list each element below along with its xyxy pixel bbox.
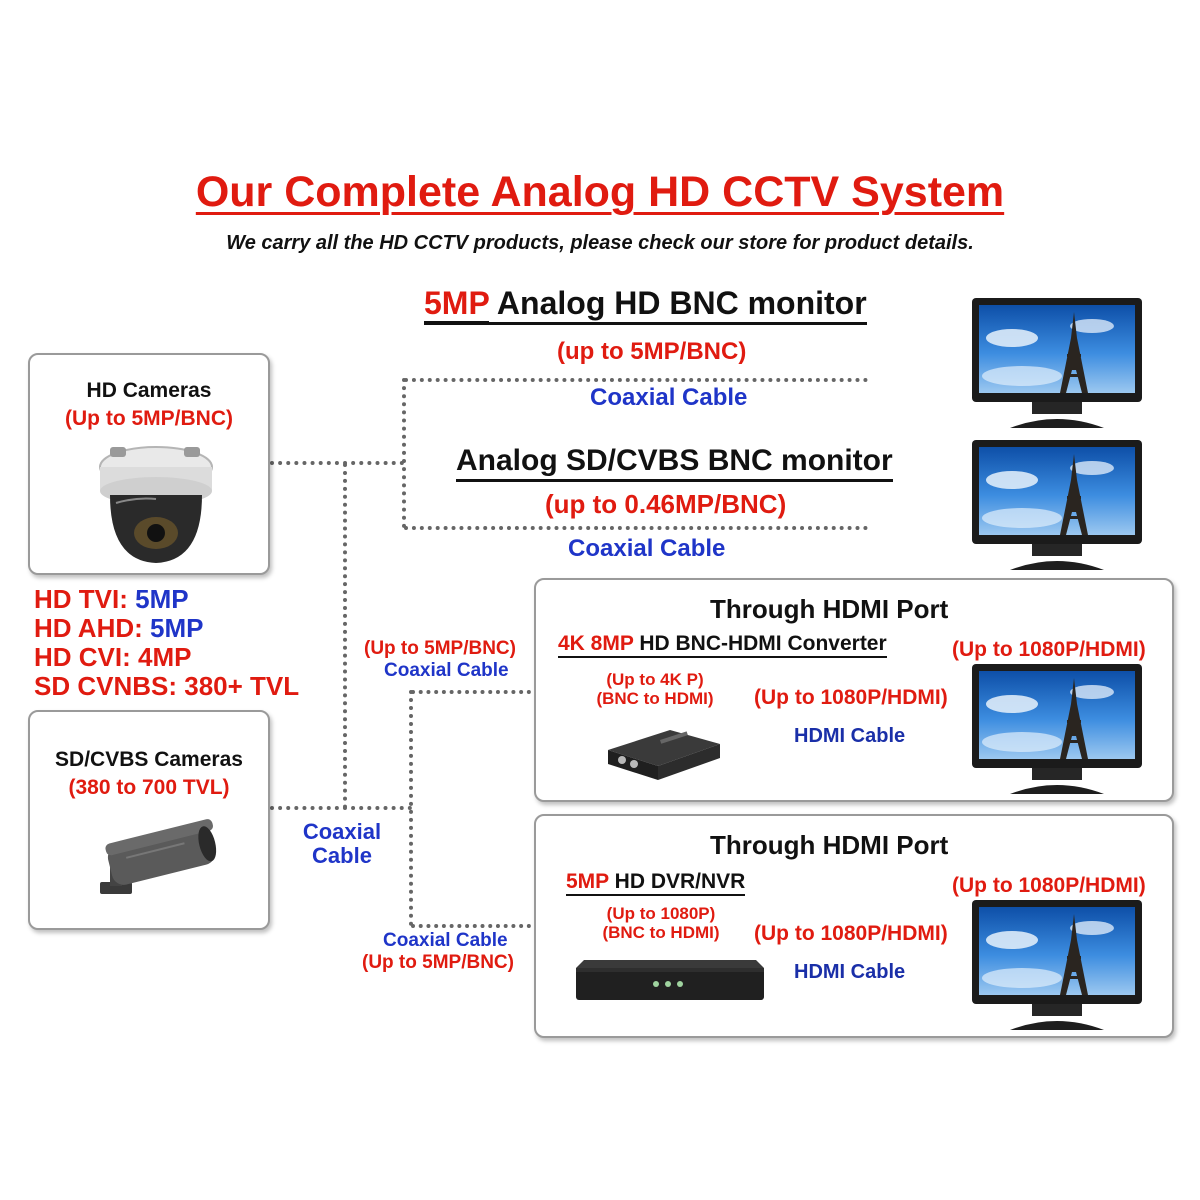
page-title: Our Complete Analog HD CCTV System [195, 168, 1005, 216]
dvr-panel-title: Through HDMI Port [710, 830, 949, 860]
dvr-link-spec: (Up to 1080P/HDMI) [754, 922, 948, 945]
format-item: HD AHD: 5MP [34, 613, 204, 643]
converter-monitor-spec: (Up to 1080P/HDMI) [952, 638, 1146, 661]
monitor2-label: Analog SD/CVBS BNC monitor [456, 443, 893, 482]
monitor-icon [972, 298, 1142, 428]
dvr-device-spec: (Up to 1080P)(BNC to HDMI) [602, 904, 720, 942]
monitor2-cable-label: Coaxial Cable [568, 535, 726, 562]
bullet-camera-icon [100, 819, 217, 894]
page-subtitle: We carry all the HD CCTV products, pleas… [226, 232, 974, 254]
lower-branch-spec: (Up to 5MP/BNC) [362, 952, 514, 973]
coax-line [270, 806, 412, 810]
dvr-panel: Through HDMI Port 5MP HD DVR/NVR (Up to … [534, 814, 1174, 1038]
monitor1-label: 5MP Analog HD BNC monitor [424, 284, 867, 325]
upper-branch-spec: (Up to 5MP/BNC) [364, 638, 516, 659]
monitor1-cable-label: Coaxial Cable [590, 384, 748, 411]
converter-device-label: 4K 8MP HD BNC-HDMI Converter [558, 632, 887, 658]
coax-line [343, 463, 347, 809]
hd-cameras-spec: (Up to 5MP/BNC) [65, 407, 233, 430]
coax-line [409, 690, 413, 926]
converter-device-spec: (Up to 4K P)(BNC to HDMI) [596, 670, 714, 708]
monitor2-spec: (up to 0.46MP/BNC) [545, 489, 787, 519]
converter-panel: Through HDMI Port 4K 8MP HD BNC-HDMI Con… [534, 578, 1174, 802]
monitor-icon [972, 440, 1142, 570]
monitor1-spec: (up to 5MP/BNC) [557, 338, 747, 365]
upper-branch-cable: Coaxial Cable [384, 660, 509, 681]
coax-line [270, 461, 404, 465]
converter-panel-title: Through HDMI Port [710, 594, 949, 624]
dvr-link-cable: HDMI Cable [794, 961, 906, 983]
dvr-device-label: 5MP HD DVR/NVR [566, 870, 746, 896]
hd-cameras-title: HD Cameras [86, 379, 212, 402]
coax-line [404, 526, 868, 530]
monitor-icon [972, 900, 1142, 1030]
coax-line [411, 690, 531, 694]
coax-line [402, 378, 406, 528]
dvr-monitor-spec: (Up to 1080P/HDMI) [952, 874, 1146, 897]
converter-link-spec: (Up to 1080P/HDMI) [754, 686, 948, 709]
dome-camera-icon [99, 446, 213, 563]
format-item: SD CVNBS: 380+ TVL [34, 671, 300, 701]
sd-cameras-panel: SD/CVBS Cameras (380 to 700 TVL) [28, 710, 270, 930]
sd-cameras-spec: (380 to 700 TVL) [68, 776, 230, 799]
sd-cameras-title: SD/CVBS Cameras [55, 748, 243, 771]
converter-link-cable: HDMI Cable [794, 725, 906, 747]
hd-cameras-panel: HD Cameras (Up to 5MP/BNC) [28, 353, 270, 575]
coax-line [411, 924, 531, 928]
lower-branch-cable: Coaxial Cable [383, 930, 508, 951]
format-list: HD TVI: 5MP HD AHD: 5MP HD CVI: 4MP SD C… [34, 585, 299, 701]
format-item: HD CVI: 4MP [34, 642, 192, 672]
converter-box-icon [608, 730, 720, 780]
format-item: HD TVI: 5MP [34, 584, 189, 614]
dvr-icon [576, 960, 764, 1000]
coax-line [404, 378, 868, 382]
monitor-icon [972, 664, 1142, 794]
